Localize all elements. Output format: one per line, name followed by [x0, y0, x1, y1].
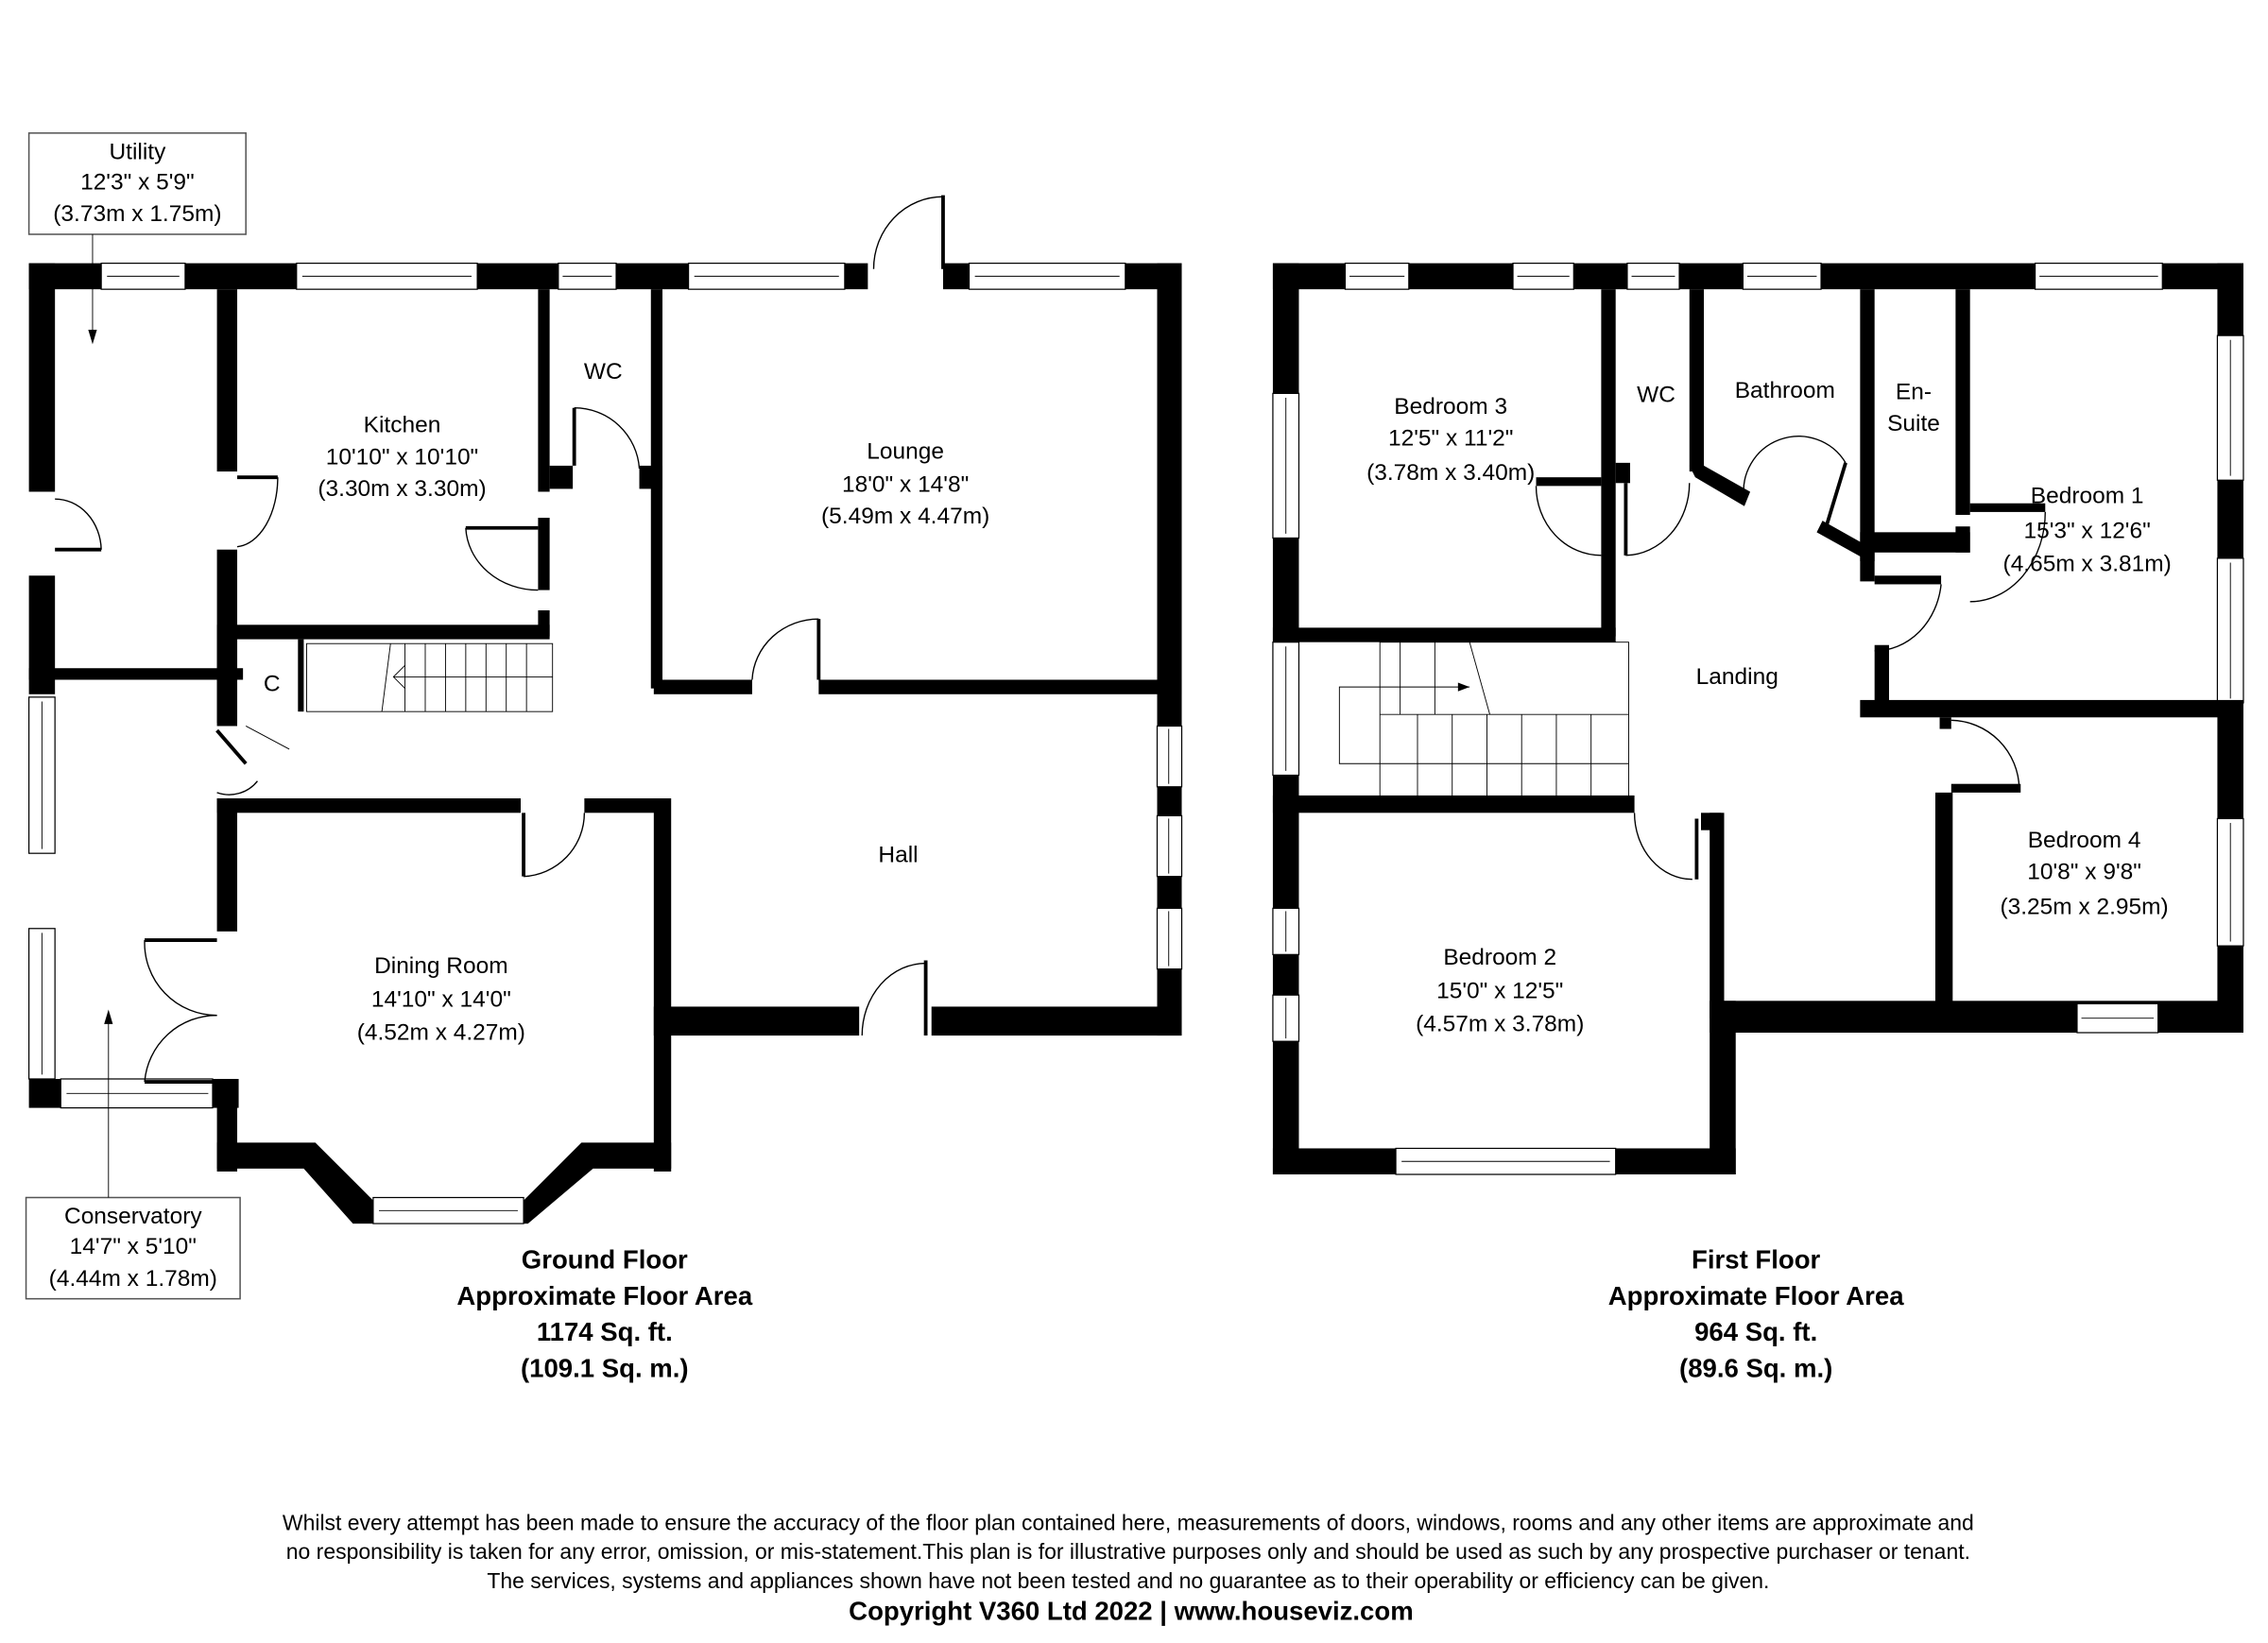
- ground-floor-area-label: Approximate Floor Area: [456, 1281, 752, 1310]
- ensuite-name-line1: En-: [1896, 380, 1932, 405]
- conservatory-metric: (4.44m x 1.78m): [49, 1266, 217, 1292]
- bedroom1-metric: (4.65m x 3.81m): [2003, 552, 2172, 577]
- bedroom1-imperial: 15'3" x 12'6": [2024, 518, 2151, 543]
- kitchen-name: Kitchen: [364, 413, 441, 438]
- conservatory-imperial: 14'7" x 5'10": [70, 1234, 197, 1259]
- utility-imperial: 12'3" x 5'9": [80, 170, 195, 196]
- dining-name: Dining Room: [374, 953, 508, 979]
- bedroom3-imperial: 12'5" x 11'2": [1388, 425, 1513, 451]
- utility-label-box: [27, 132, 247, 235]
- disclaimer-line-3: The services, systems and appliances sho…: [487, 1568, 1769, 1593]
- disclaimer-line-1: Whilst every attempt has been made to en…: [283, 1511, 1974, 1535]
- wc-first-name: WC: [1637, 383, 1675, 408]
- first-floor-area-label: Approximate Floor Area: [1608, 1281, 1904, 1310]
- bedroom4-imperial: 10'8" x 9'8": [2027, 860, 2141, 885]
- footer: Whilst every attempt has been made to en…: [283, 1511, 1974, 1626]
- bedroom2-metric: (4.57m x 3.78m): [1416, 1011, 1584, 1036]
- utility-metric: (3.73m x 1.75m): [53, 201, 221, 227]
- landing-name: Landing: [1696, 664, 1778, 690]
- kitchen-imperial: 10'10" x 10'10": [326, 444, 479, 470]
- ground-floor-labels: Utility 12'3" x 5'9" (3.73m x 1.75m) Kit…: [25, 132, 989, 1382]
- conservatory-label-box: [25, 1196, 241, 1300]
- ensuite-name-line2: Suite: [1887, 411, 1940, 436]
- first-floor-title: First Floor: [1692, 1245, 1820, 1275]
- ground-floor-area-sqm: (109.1 Sq. m.): [521, 1353, 689, 1382]
- hall-name: Hall: [878, 842, 918, 867]
- ground-floor-title: Ground Floor: [522, 1245, 688, 1275]
- bedroom1-name: Bedroom 1: [2031, 484, 2144, 509]
- first-floor-area-sqft: 964 Sq. ft.: [1694, 1317, 1817, 1346]
- stairs-ground: [306, 642, 554, 712]
- lounge-name: Lounge: [867, 438, 944, 464]
- copyright: Copyright V360 Ltd 2022 | www.houseviz.c…: [849, 1597, 1414, 1626]
- cupboard-name: C: [264, 672, 281, 697]
- bedroom2-imperial: 15'0" x 12'5": [1436, 978, 1563, 1003]
- bedroom3-name: Bedroom 3: [1394, 394, 1507, 419]
- ground-floor-area-sqft: 1174 Sq. ft.: [537, 1317, 673, 1346]
- bedroom3-metric: (3.78m x 3.40m): [1366, 460, 1535, 486]
- disclaimer-line-2: no responsibility is taken for any error…: [286, 1539, 1970, 1564]
- bedroom4-name: Bedroom 4: [2028, 828, 2141, 853]
- lounge-metric: (5.49m x 4.47m): [821, 504, 989, 529]
- lounge-imperial: 18'0" x 14'8": [842, 471, 969, 497]
- kitchen-metric: (3.30m x 3.30m): [318, 476, 486, 502]
- wc-ground-name: WC: [584, 359, 623, 385]
- utility-name: Utility: [109, 139, 166, 164]
- first-floor-area-sqm: (89.6 Sq. m.): [1679, 1353, 1832, 1382]
- ground-floor-plan: [28, 195, 1183, 1224]
- bedroom2-name: Bedroom 2: [1443, 945, 1556, 970]
- conservatory-name: Conservatory: [64, 1204, 202, 1229]
- bathroom-name: Bathroom: [1735, 378, 1835, 403]
- dining-metric: (4.52m x 4.27m): [357, 1020, 525, 1046]
- first-floor-labels: Bedroom 3 12'5" x 11'2" (3.78m x 3.40m) …: [1366, 378, 2172, 1382]
- dining-imperial: 14'10" x 14'0": [371, 986, 511, 1012]
- stairs-first: [1338, 642, 1629, 799]
- first-floor-plan: [1272, 262, 2244, 1175]
- bedroom4-metric: (3.25m x 2.95m): [2000, 894, 2168, 919]
